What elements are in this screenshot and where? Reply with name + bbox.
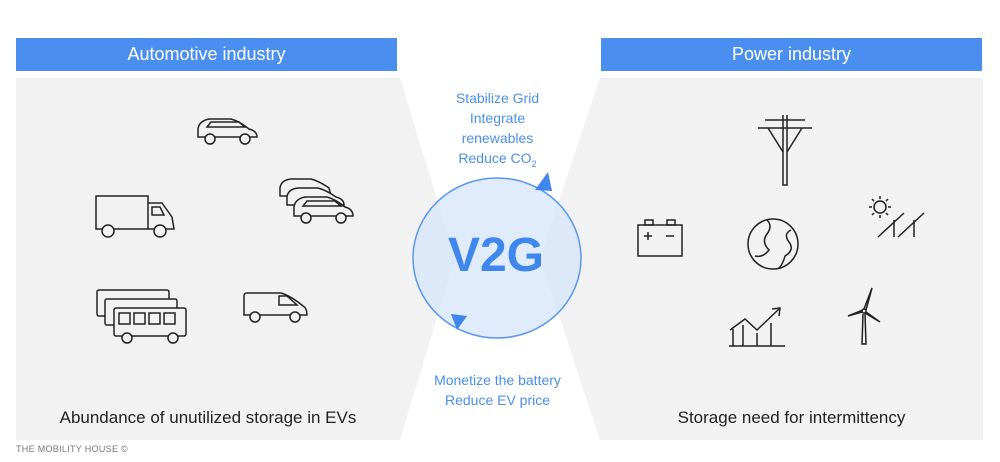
- top-benefits: Stabilize Grid Integrate renewables Redu…: [410, 88, 585, 174]
- benefit-reduce-co2: Reduce CO2: [458, 150, 537, 169]
- v2g-circle: [412, 177, 582, 339]
- right-panel-bg: [540, 78, 983, 440]
- power-header: Power industry: [601, 38, 982, 71]
- cycle-arrow-top-icon: [535, 172, 552, 191]
- power-caption: Storage need for intermittency: [677, 408, 906, 427]
- automotive-header: Automotive industry: [16, 38, 397, 71]
- automotive-caption: Abundance of unutilized storage in EVs: [59, 408, 357, 427]
- benefit-renewables: renewables: [461, 130, 534, 146]
- v2g-label: V2G: [447, 229, 545, 282]
- power-pole-icon: [755, 112, 815, 188]
- wind-turbine-icon: [846, 286, 886, 346]
- truck-icon: [94, 193, 178, 239]
- left-panel-bg: [16, 78, 455, 440]
- solar-panel-icon: [866, 195, 934, 241]
- car-fleet-icon: [277, 176, 357, 232]
- benefit-integrate: Integrate: [469, 110, 526, 126]
- footer-credit: THE MOBILITY HOUSE ©: [16, 444, 128, 454]
- bottom-benefits: Monetize the battery Reduce EV price: [400, 370, 595, 410]
- van-icon: [241, 290, 311, 326]
- growth-chart-icon: [727, 305, 787, 349]
- globe-icon: [745, 216, 801, 272]
- battery-icon: [636, 218, 684, 258]
- benefit-stabilize-grid: Stabilize Grid: [455, 90, 540, 106]
- benefit-monetize-battery: Monetize the battery: [434, 372, 561, 388]
- bus-fleet-icon: [95, 288, 191, 350]
- benefit-reduce-ev-price: Reduce EV price: [444, 392, 551, 408]
- car-icon: [195, 115, 261, 147]
- cycle-arrow-bottom-icon: [451, 314, 467, 330]
